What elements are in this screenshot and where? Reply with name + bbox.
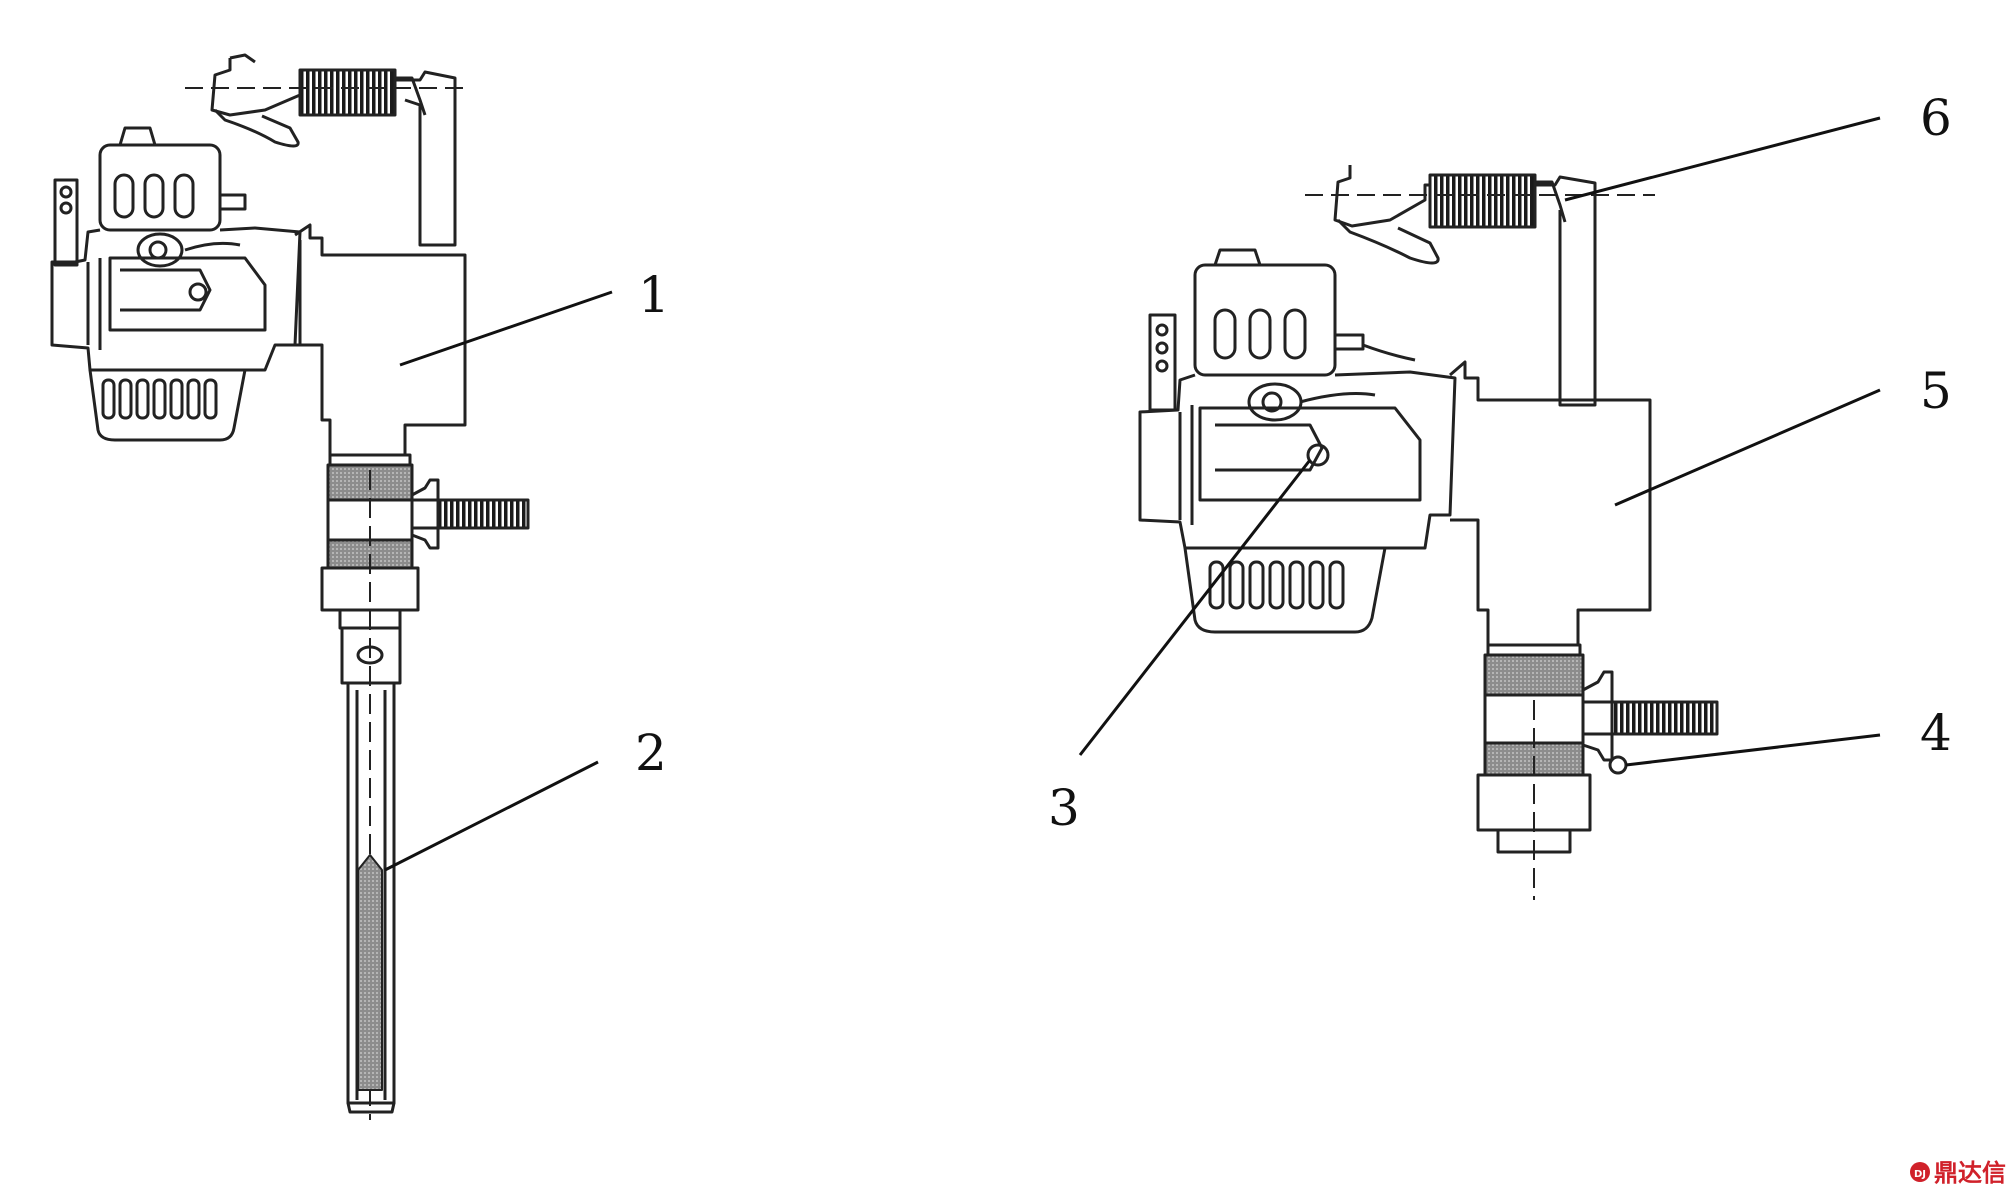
leader-line-5 [1614,388,1881,507]
callout-4: 4 [1920,704,1952,762]
right-motor-body [1138,248,1457,634]
left-leader-lines [384,290,613,872]
right-lock-pin [1608,755,1628,775]
right-leader-lines [1078,116,1881,767]
watermark-logo-icon [1910,1162,1930,1182]
watermark: DJ 鼎达信 [1910,1159,2006,1187]
right-motor-vents [1208,560,1345,610]
left-spindle-head [320,453,530,1120]
right-top-handle [1305,165,1655,407]
right-gearbox [1449,360,1652,647]
leader-line-4 [1625,733,1881,767]
right-assembly [1138,165,1719,900]
watermark-logo-mark: DJ [1914,1169,1926,1180]
leader-line-2 [384,760,599,872]
left-top-handle [185,53,470,247]
callout-6: 6 [1920,89,1952,147]
leader-line-1 [399,290,613,367]
callout-labels: 1 2 3 4 5 6 [635,89,1952,837]
leader-line-3 [1078,459,1312,756]
callout-3: 3 [1048,779,1080,837]
leader-line-6 [1564,116,1881,202]
callout-5: 5 [1920,362,1952,420]
watermark-text: 鼎达信 [1934,1159,2006,1187]
left-motor-body [50,126,302,442]
left-assembly [50,53,530,1120]
callout-2: 2 [635,724,667,782]
right-spindle-head [1476,643,1719,900]
left-drill-bit [340,626,402,1114]
callout-1: 1 [638,266,670,324]
left-motor-vents [101,378,218,420]
left-gearbox [294,223,467,457]
